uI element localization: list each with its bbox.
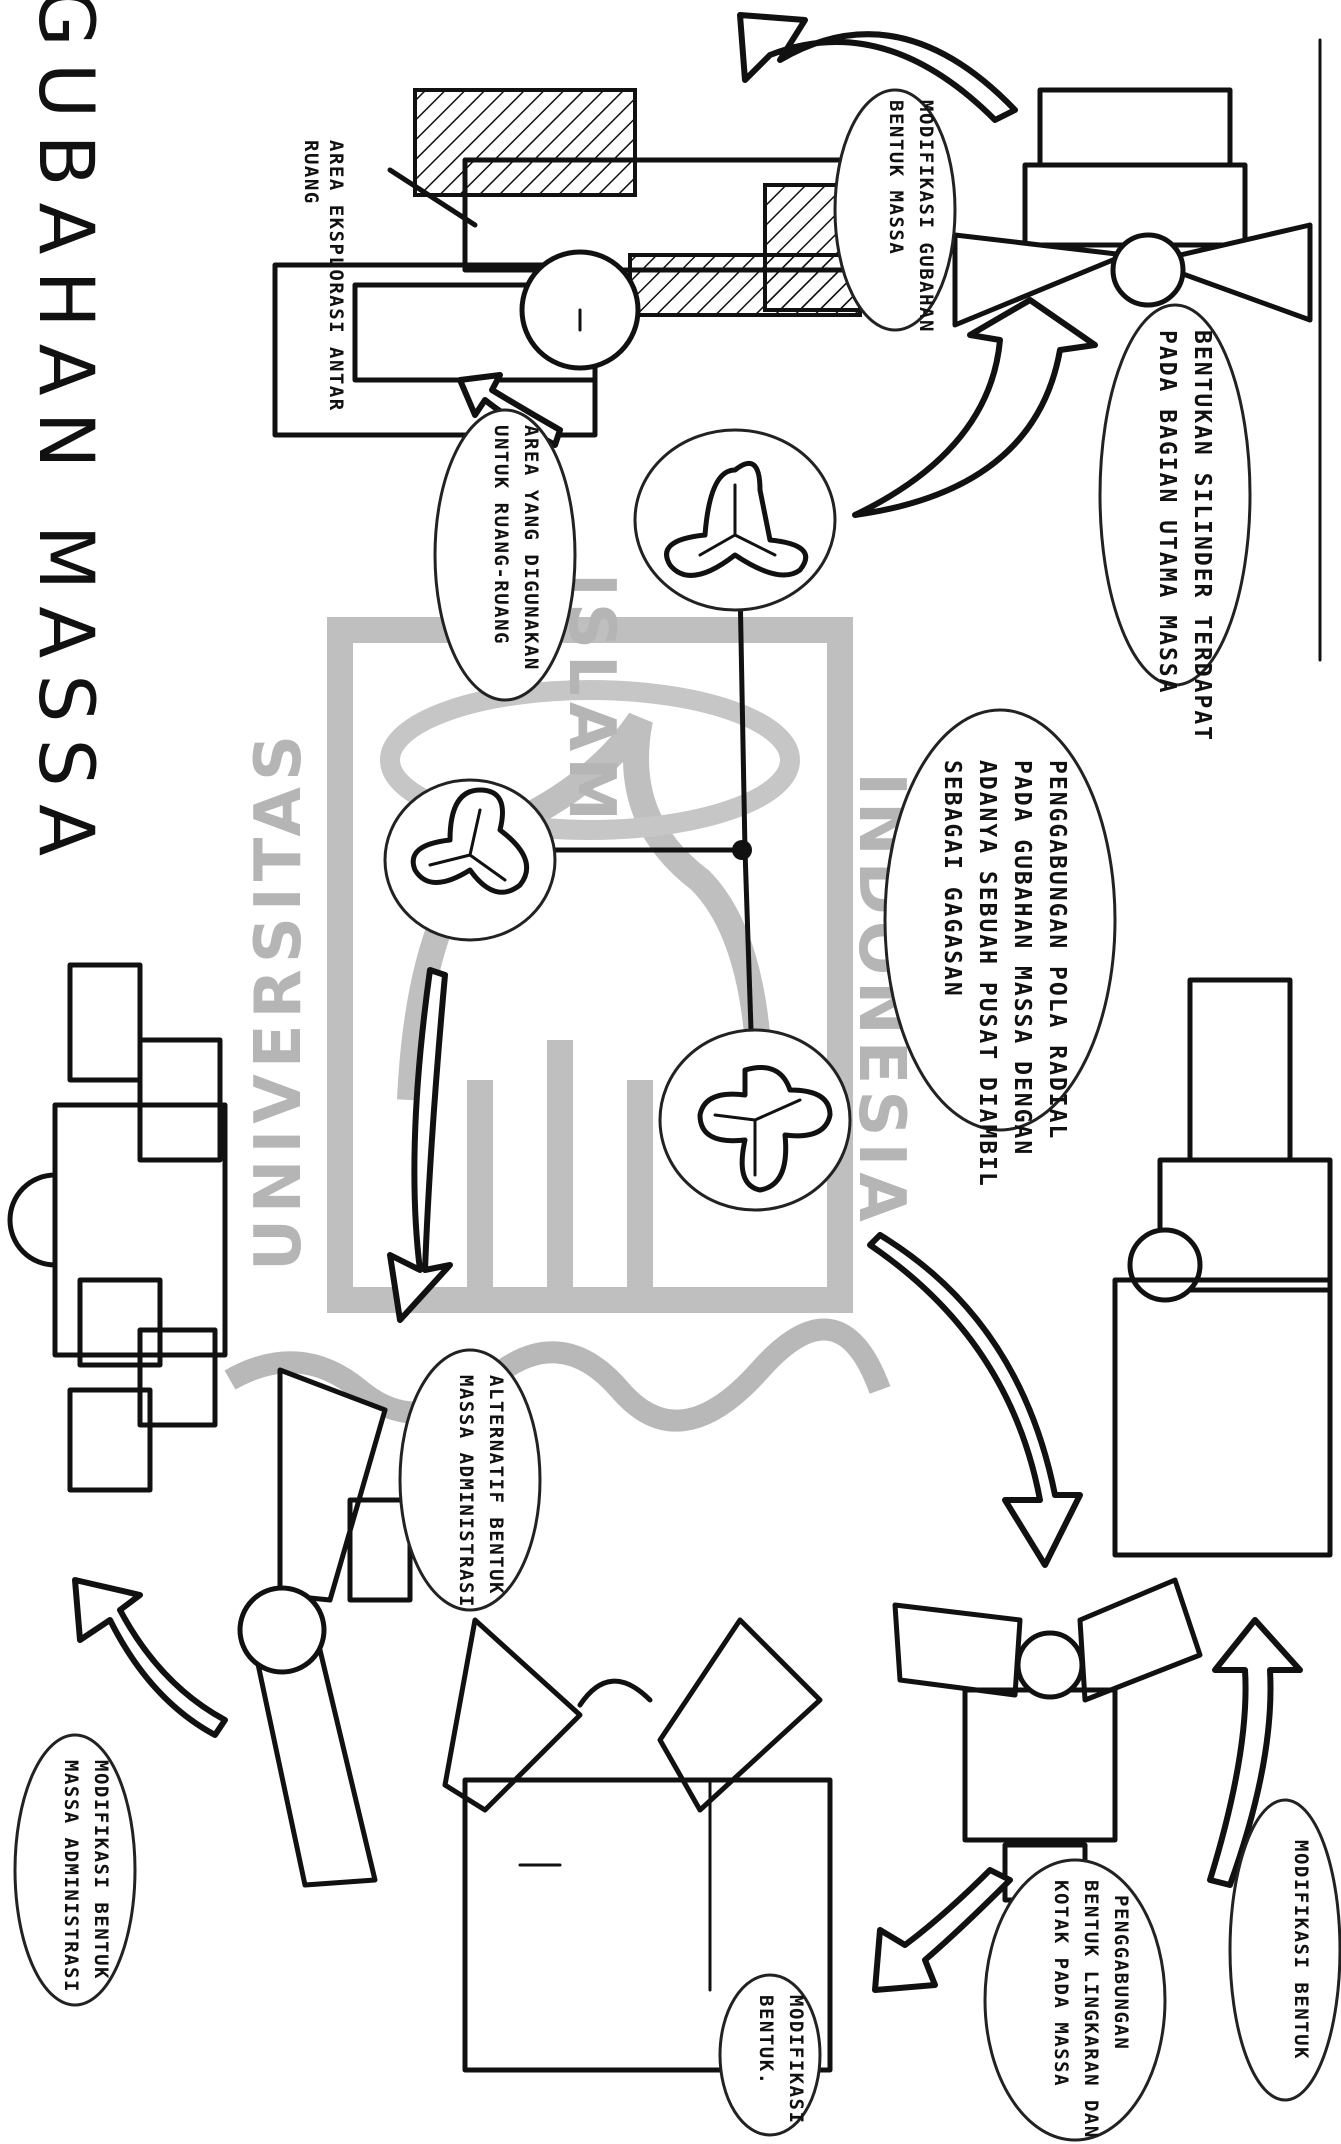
radial-node-bottom <box>660 1030 850 1210</box>
note-alternatif-bentuk-line1: ALTERNATIF BENTUK <box>485 1375 507 1595</box>
note-penggabungan-radial-line2: PADA GUBAHAN MASSA DENGAN <box>1009 760 1035 1156</box>
note-penggabungan-radial-line4: SEBAGAI GAGASAN <box>939 760 965 998</box>
note-penggabungan-radial-line1: PENGGABUNGAN POLA RADIAL <box>1044 760 1070 1140</box>
plan-sketch-right <box>1115 980 1330 1555</box>
note-area-digunakan-line2: UNTUK RUANG-RUANG <box>490 425 512 645</box>
note-modifikasi-gubahan-line1: MODIFIKASI GUBAHAN <box>915 100 937 333</box>
radial-node-top <box>635 430 835 610</box>
plan-sketch-top <box>275 90 865 435</box>
note-area-digunakan-line1: AREA YANG DIGUNAKAN <box>520 425 542 671</box>
watermark-seal: ISLAM UNIVERSITAS INDONESIA <box>230 573 918 1421</box>
note-penggabungan-radial: PENGGABUNGAN POLA RADIAL PADA GUBAHAN MA… <box>885 710 1115 1188</box>
arrow-bottom-left-curve <box>75 1580 225 1735</box>
note-area-eksplorasi: AREA EKSPLORASI ANTAR RUANG <box>300 140 347 412</box>
note-penggabungan-lingkaran-line2: BENTUK LINGKARAN DAN <box>1080 1880 1102 2139</box>
watermark-left-text: UNIVERSITAS <box>242 729 316 1271</box>
arrow-down-right <box>870 1235 1080 1565</box>
note-modifikasi-gubahan-line2: BENTUK MASSA <box>885 100 907 255</box>
note-area-eksplorasi-line1: AREA EKSPLORASI ANTAR <box>325 140 347 412</box>
note-penggabungan-lingkaran-line3: KOTAK PADA MASSA <box>1050 1880 1072 2087</box>
arrow-to-cylinder <box>855 300 1095 515</box>
note-modifikasi-gubahan: MODIFIKASI GUBAHAN BENTUK MASSA <box>835 90 955 333</box>
note-modifikasi-short-line2: BENTUK. <box>755 1995 777 2086</box>
note-area-eksplorasi-line2: RUANG <box>300 140 322 205</box>
page-title: GUBAHAN MASSA <box>22 0 111 872</box>
radial-node-left <box>385 780 555 940</box>
elevation-sketch-bottom-left <box>240 1370 410 1885</box>
note-penggabungan-radial-line3: ADANYA SEBUAH PUSAT DIAMBIL <box>974 760 1000 1188</box>
plan-sketch-left <box>10 965 225 1490</box>
note-modifikasi-short-line1: MODIFIKASI <box>785 1995 807 2124</box>
note-modifikasi-admin: MODIFIKASI BENTUK MASSA ADMINISTRASI <box>15 1735 135 2005</box>
note-bentukan-silinder-line1: BENTUKAN SILINDER TERDAPAT <box>1189 330 1215 742</box>
note-modifikasi-admin-line2: MASSA ADMINISTRASI <box>60 1760 82 1993</box>
note-penggabungan-lingkaran: PENGGABUNGAN BENTUK LINGKARAN DAN KOTAK … <box>985 1860 1165 2140</box>
elevation-sketch-bottom-right <box>895 1580 1200 1900</box>
note-bentukan-silinder-line2: PADA BAGIAN UTAMA MASSA <box>1154 330 1180 695</box>
note-modifikasi-admin-line1: MODIFIKASI BENTUK <box>90 1760 112 1980</box>
note-penggabungan-lingkaran-line1: PENGGABUNGAN <box>1110 1895 1132 2050</box>
note-modifikasi-right: MODIFIKASI BENTUK <box>1230 1800 1340 2100</box>
note-bentukan-silinder: BENTUKAN SILINDER TERDAPAT PADA BAGIAN U… <box>1100 305 1250 742</box>
note-modifikasi-short: MODIFIKASI BENTUK. <box>720 1975 820 2135</box>
note-area-digunakan: AREA YANG DIGUNAKAN UNTUK RUANG-RUANG <box>435 410 575 700</box>
note-modifikasi-right-line1: MODIFIKASI BENTUK <box>1290 1840 1312 2060</box>
note-alternatif-bentuk-line2: MASSA ADMINISTRASI <box>455 1375 477 1608</box>
note-alternatif-bentuk: ALTERNATIF BENTUK MASSA ADMINISTRASI <box>400 1350 540 1610</box>
